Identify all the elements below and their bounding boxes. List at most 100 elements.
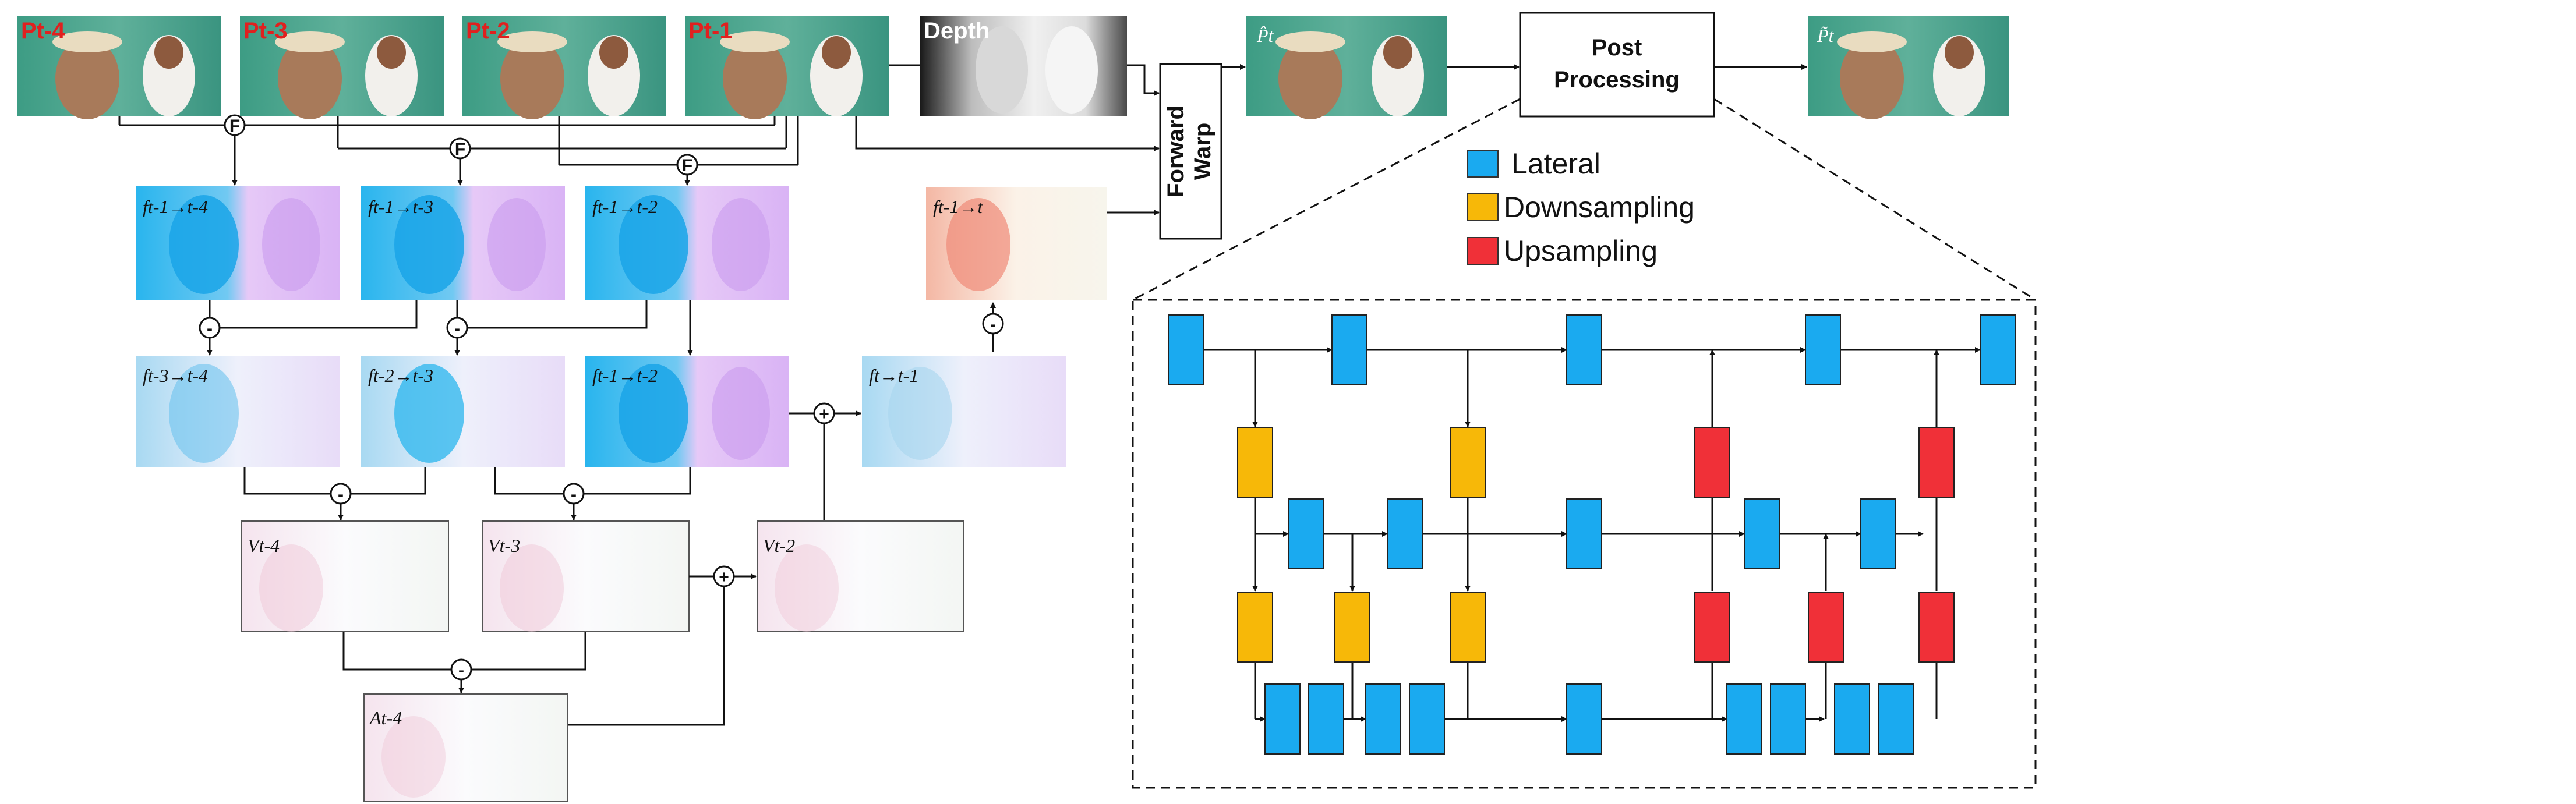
output-frame-label: P̃t <box>1817 25 1835 46</box>
minus-operator: - <box>450 658 472 681</box>
upsampling-block <box>1694 427 1730 498</box>
flow-label: ft-1→t-2 <box>592 365 658 386</box>
velocity-label: Vt-3 <box>488 535 520 556</box>
acceleration-label: At-4 <box>369 707 402 728</box>
forward-warp-line1: Forward <box>1163 105 1189 197</box>
lateral-block <box>1566 683 1602 755</box>
downsampling-blocks <box>1237 427 1486 663</box>
svg-text:-: - <box>458 661 464 680</box>
network-connections <box>1204 347 1981 722</box>
downsampling-block <box>1450 427 1486 498</box>
minus-operator: - <box>446 317 468 339</box>
flow-label: ft→t-1 <box>869 365 918 386</box>
minus-connectors-row1 <box>207 300 996 356</box>
lateral-block <box>1168 314 1204 385</box>
post-processing-box: Post Processing <box>1519 12 1715 118</box>
upsampling-block <box>1808 592 1844 663</box>
lateral-block <box>1878 683 1914 755</box>
flow-f-t1-t2-b: ft-1→t-2 <box>585 356 789 467</box>
fuse-operator: F <box>224 114 246 136</box>
downsampling-block <box>1237 592 1273 663</box>
post-processing-line2: Processing <box>1554 67 1680 93</box>
legend-item-upsampling: Upsampling <box>1467 235 1658 267</box>
lateral-block <box>1860 498 1896 569</box>
plus-operator: + <box>713 565 735 587</box>
flow-f-t-t1: ft→t-1 <box>862 356 1066 467</box>
post-processing-network <box>1132 299 2037 789</box>
lateral-block <box>1805 314 1841 385</box>
lateral-block <box>1744 498 1780 569</box>
lateral-block <box>1834 683 1870 755</box>
fuse-connectors <box>118 116 799 186</box>
svg-text:Downsampling: Downsampling <box>1504 191 1695 224</box>
plus-operator: + <box>813 402 835 424</box>
svg-text:-: - <box>571 485 577 504</box>
upsampling-block <box>1918 592 1955 663</box>
flow-f-t2-t3: ft-2→t-3 <box>361 356 565 467</box>
velocity-v-t2: Vt-2 <box>757 520 964 632</box>
output-frame: P̃t <box>1808 16 2009 119</box>
lateral-blocks <box>1168 314 2016 755</box>
post-processing-line1: Post <box>1592 35 1642 61</box>
flow-f-t3-t4: ft-3→t-4 <box>136 356 340 467</box>
lateral-block <box>1387 498 1423 569</box>
velocity-v-t3: Vt-3 <box>482 520 690 632</box>
svg-text:F: F <box>455 140 465 159</box>
depth-label: Depth <box>924 18 990 44</box>
forward-warp-box: Forward Warp <box>1159 63 1222 240</box>
lateral-block <box>1308 683 1344 755</box>
forward-warp-line2: Warp <box>1190 123 1215 180</box>
svg-text:+: + <box>719 568 729 587</box>
flow-label: ft-1→t-4 <box>143 196 208 217</box>
fuse-operator: F <box>449 137 471 160</box>
velocity-connectors <box>342 573 757 726</box>
svg-text:-: - <box>454 319 460 338</box>
acceleration-a-t4: At-4 <box>363 693 568 802</box>
upsampling-block <box>1694 592 1730 663</box>
svg-text:-: - <box>338 485 344 504</box>
flow-label: ft-2→t-3 <box>368 365 433 386</box>
lateral-block <box>1331 314 1367 385</box>
minus-operator: - <box>982 313 1004 335</box>
flow-f-t1-t4: ft-1→t-4 <box>136 186 340 300</box>
lateral-block <box>1566 314 1602 385</box>
lateral-block <box>1770 683 1806 755</box>
plus-connectors-row2 <box>789 410 861 524</box>
svg-text:Upsampling: Upsampling <box>1504 235 1658 267</box>
flow-f-t1-t2: ft-1→t-2 <box>585 186 789 300</box>
frame-p-t-4: Pt-4 <box>17 16 221 119</box>
legend-item-downsampling: Downsampling <box>1467 191 1695 224</box>
legend-item-lateral: Lateral <box>1467 147 1600 180</box>
warped-frame: P̂t <box>1246 16 1447 119</box>
lateral-block <box>1566 498 1602 569</box>
upsampling-block <box>1918 427 1955 498</box>
minus-connectors-row2 <box>243 467 691 520</box>
frame-label: Pt-2 <box>466 18 510 44</box>
downsampling-block <box>1450 592 1486 663</box>
frame-label: Pt-3 <box>243 18 288 44</box>
svg-text:-: - <box>990 315 996 334</box>
lateral-block <box>1264 683 1301 755</box>
legend: Lateral Downsampling Upsampling <box>1467 147 1695 267</box>
downsampling-block <box>1237 427 1273 498</box>
svg-text:F: F <box>682 156 692 175</box>
frame-p-t-1: Pt-1 <box>685 16 889 119</box>
velocity-v-t4: Vt-4 <box>241 520 449 632</box>
frame-p-t-2: Pt-2 <box>462 16 666 119</box>
flow-label: ft-3→t-4 <box>143 365 208 386</box>
svg-text:Lateral: Lateral <box>1511 147 1600 180</box>
downsampling-block <box>1334 592 1370 663</box>
warped-frame-label: P̂t <box>1256 25 1274 46</box>
depth-map: Depth <box>920 16 1127 116</box>
flow-f-t1-t3: ft-1→t-3 <box>361 186 565 300</box>
flow-label: ft-1→t-3 <box>368 196 433 217</box>
lateral-block <box>1409 683 1445 755</box>
minus-operator: - <box>199 317 221 339</box>
svg-text:F: F <box>229 116 240 136</box>
minus-operator: - <box>330 483 352 505</box>
minus-operator: - <box>563 483 585 505</box>
velocity-label: Vt-2 <box>763 535 795 556</box>
lateral-block <box>1726 683 1762 755</box>
lateral-block <box>1980 314 2016 385</box>
